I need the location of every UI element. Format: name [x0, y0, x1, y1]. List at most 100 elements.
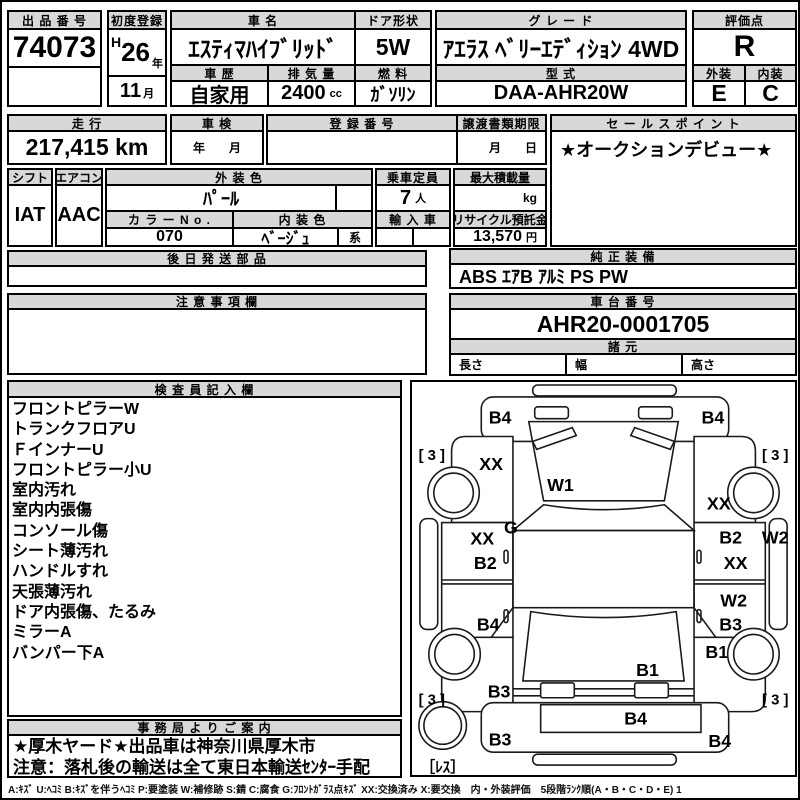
shaken-value: 年 月 [170, 130, 264, 165]
score-header: 評価点 [692, 10, 797, 30]
headlight-right [637, 406, 674, 420]
left-d-pillar-line [490, 607, 514, 638]
office-line-1: ★厚木ヤード★出品車は神奈川県厚木市 [13, 737, 316, 756]
registration-no-value [266, 130, 458, 165]
first-registration-header: 初度登録 [107, 10, 167, 30]
exterior-color-empty-cell [335, 184, 373, 212]
rear-garnish-left [539, 682, 576, 699]
interior-score: C [744, 80, 797, 107]
import-cell-2 [412, 227, 451, 247]
inspector-note-item: ミラーA [12, 624, 72, 642]
inspector-box [7, 380, 402, 717]
recycle-number: 13,570 [473, 228, 522, 245]
inspector-note-item: ＦインナーU [12, 441, 104, 459]
inspector-note-item: フロントピラー小U [12, 461, 152, 479]
displacement-number: 2400 [281, 82, 326, 104]
windshield [510, 503, 697, 532]
fuel-value: ｶﾞｿﾘﾝ [354, 80, 432, 107]
damage-code-label: B4 [708, 731, 731, 751]
caution-value [7, 308, 427, 375]
damage-code-label: [ 3 ] [419, 693, 445, 709]
damage-code-label: W2 [762, 527, 789, 547]
inspector-note-item: 室内内張傷 [12, 502, 93, 520]
spec-height-cell: 高さ [681, 353, 797, 376]
interior-color-value: ﾍﾞｰｼﾞｭ [232, 227, 339, 247]
capacity-unit: 人 [415, 193, 427, 205]
damage-code-label: B3 [489, 729, 512, 749]
damage-code-label: W1 [547, 475, 574, 495]
front-right-door-handle [696, 549, 702, 564]
equipment-value: ABS ｴｱB ｱﾙﾐ PS PW [449, 263, 797, 289]
grade-value: ｱｴﾗｽ ﾍﾞﾘｰｴﾃﾞｨｼｮﾝ 4WD [435, 28, 687, 66]
front-bumper-top-strip [531, 384, 678, 397]
office-notice-box: ★厚木ヤード★出品車は神奈川県厚木市 注意：落札後の輸送は全て東日本輸送ｾﾝﾀｰ… [7, 734, 402, 778]
damage-code-label: [ 3 ] [419, 448, 445, 464]
shift-value: IAT [7, 184, 53, 247]
exterior-color-value: ﾊﾟｰﾙ [105, 184, 337, 212]
rear-garnish-right [633, 682, 670, 699]
rear-bumper-bottom-strip [531, 753, 678, 766]
inspector-note-item: 室内汚れ [12, 482, 77, 500]
spec-width-cell: 幅 [565, 353, 683, 376]
reg-month: 11 [119, 79, 142, 102]
displacement-unit: cc [329, 87, 342, 100]
spare-tire-inner [423, 705, 463, 746]
damage-code-label: B4 [701, 408, 724, 428]
damage-code-label: B3 [719, 614, 742, 634]
right-d-pillar-line [693, 607, 717, 638]
damage-code-label: ［ﾚｽ］ [420, 758, 465, 775]
aircon-header: エアコン [55, 168, 103, 186]
left-sill [419, 517, 439, 631]
mileage-value: 217,415 km [7, 130, 167, 165]
front-left-door-handle [503, 549, 509, 564]
damage-code-legend: A:ｷｽﾞ U:ﾍｺﾐ B:ｷｽﾞを伴うﾍｺﾐ P:要塗装 W:補修跡 S:錆 … [8, 785, 682, 796]
lot-number-value: 74073 [7, 28, 102, 68]
inspector-note-item: コンソール傷 [12, 522, 109, 540]
damage-code-label: XX [479, 454, 503, 474]
capacity-number: 7 [399, 186, 412, 209]
year-unit: 年 [152, 58, 164, 70]
damage-code-label: XX [724, 553, 748, 573]
front-right-rim [732, 472, 775, 514]
model-code-value: DAA-AHR20W [435, 80, 687, 107]
damage-code-label: B2 [474, 553, 497, 573]
history-value: 自家用 [170, 80, 269, 107]
recycle-header: リサイクル預託金 [453, 210, 547, 229]
later-parts-value [7, 265, 427, 287]
shaken-header: 車 検 [170, 114, 264, 132]
front-left-rim [432, 472, 475, 514]
inspector-note-item: バンパー下A [12, 644, 105, 662]
chassis-no-value: AHR20-0001705 [449, 308, 797, 340]
inspector-notes-list: フロントピラーW トランクフロアU ＦインナーU フロントピラー小U 室内汚れ室内内張傷… [12, 400, 156, 664]
displacement-header: 排 気 量 [267, 64, 356, 82]
door-shape-value: 5W [354, 28, 432, 66]
sales-point-value: ★オークションデビュー★ [550, 130, 797, 247]
right-sill [768, 517, 788, 631]
damage-code-label: B1 [705, 642, 728, 662]
inspector-note-item: シート薄汚れ [12, 543, 109, 561]
damage-code-label: B4 [477, 614, 500, 634]
interior-header: 内装 [744, 64, 797, 82]
inspector-note-item: フロントピラーW [12, 401, 140, 418]
inspector-note-item: トランクフロアU [12, 421, 136, 439]
rear-panel [539, 703, 702, 734]
deed-deadline-value: 月 日 [456, 130, 547, 165]
score-value: R [692, 28, 797, 66]
rear-left-rim [433, 633, 476, 675]
wiper-right [629, 426, 676, 451]
inspector-note-item: 天張薄汚れ [12, 583, 93, 601]
import-cell-1 [375, 227, 414, 247]
damage-code-label: [ 3 ] [762, 693, 788, 709]
tailgate-window [521, 610, 686, 682]
rear-right-rim [732, 633, 775, 675]
damage-code-label: B4 [489, 408, 512, 428]
damage-code-label: B2 [719, 527, 742, 547]
lot-empty-cell [7, 66, 102, 107]
hood [527, 420, 680, 502]
